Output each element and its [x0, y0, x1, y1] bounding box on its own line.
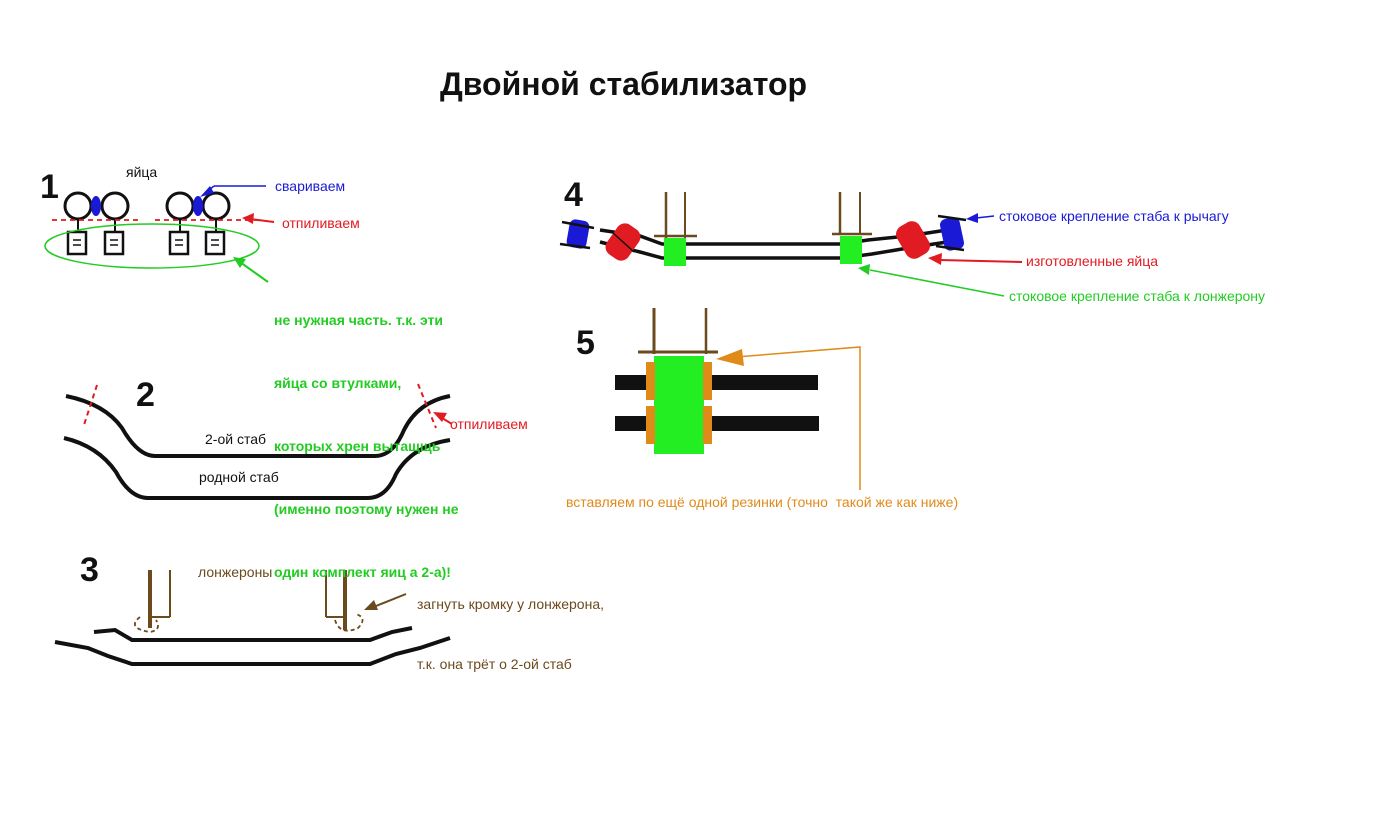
weld-spot-right	[193, 196, 203, 216]
section4-number: 4	[564, 176, 583, 214]
rubber-lower-left	[646, 406, 655, 444]
rubber-label: вставляем по ещё одной резинки (точно та…	[566, 494, 959, 510]
cut-mark-left	[83, 384, 98, 426]
made-egg-right	[896, 221, 930, 259]
spar-left	[133, 570, 171, 633]
arm-mount-label: стоковое крепление стаба к рычагу	[999, 208, 1229, 224]
egg-pair-left	[63, 191, 130, 256]
unneeded-note-line: которых хрен вытащщь	[274, 438, 441, 454]
rubber-upper-left	[646, 362, 655, 400]
edge-note-line: загнуть кромку у лонжерона,	[417, 596, 604, 612]
section1-number: 1	[40, 168, 59, 206]
section2-drawing	[63, 383, 453, 500]
unneeded-part-note: не нужная часть. т.к. эти яйца со втулка…	[274, 268, 459, 604]
cut-arrow-section2	[433, 412, 453, 425]
made-eggs-label: изготовленные яйца	[1026, 253, 1159, 269]
section5-lower-bar	[615, 416, 819, 431]
second-stab-line	[65, 394, 451, 458]
weld-spot-left	[91, 196, 101, 216]
edge-arrow	[364, 593, 407, 610]
unneeded-arrow	[233, 257, 269, 283]
edge-note: загнуть кромку у лонжерона, т.к. она трё…	[417, 554, 604, 694]
cut-label-section1: отпиливаем	[282, 215, 360, 231]
spar-mount-arrow	[858, 264, 1005, 297]
section3-lower-bar	[54, 636, 451, 666]
section4-drawing	[559, 192, 1023, 297]
section2-number: 2	[136, 376, 155, 414]
unneeded-part-ellipse	[44, 223, 260, 269]
spar-mount-left	[664, 238, 686, 266]
spar-mount-label: стоковое крепление стаба к лонжерону	[1009, 288, 1266, 304]
unneeded-note-line: один комплект яиц а 2-а)!	[274, 564, 451, 580]
eggs-label: яйца	[126, 164, 158, 180]
rubber-lower-right	[703, 406, 712, 444]
section5-number: 5	[576, 324, 595, 362]
native-stab-line	[63, 436, 451, 500]
arm-mount-right	[935, 214, 967, 252]
weld-label: свариваем	[275, 178, 346, 194]
unneeded-note-line: (именно поэтому нужен не	[274, 501, 459, 517]
page-title: Двойной стабилизатор	[440, 66, 808, 102]
unneeded-note-line: яйца со втулками,	[274, 375, 402, 391]
edge-note-line: т.к. она трёт о 2-ой стаб	[417, 656, 572, 672]
spars-label: лонжероны	[198, 564, 273, 580]
cut-label-section2: отпиливаем	[450, 416, 528, 432]
section5-mount-block	[654, 356, 704, 454]
spar-right	[325, 570, 364, 632]
rubber-upper-right	[703, 362, 712, 400]
section3-number: 3	[80, 551, 99, 589]
section5-drawing	[615, 308, 861, 490]
section5-upper-bar	[615, 375, 818, 390]
egg-pair-right	[165, 191, 231, 256]
native-stab-label: родной стаб	[199, 469, 279, 485]
made-eggs-arrow	[928, 253, 1023, 265]
section3-drawing	[54, 570, 451, 666]
unneeded-note-line: не нужная часть. т.к. эти	[274, 312, 444, 328]
arm-mount-arrow	[966, 213, 995, 223]
arm-mount-left	[559, 219, 595, 250]
weld-arrow	[200, 185, 266, 197]
cut-mark-right	[417, 383, 437, 429]
section3-upper-bar	[93, 626, 413, 642]
made-egg-left	[605, 223, 641, 261]
second-stab-label: 2-ой стаб	[205, 431, 267, 447]
cut-arrow-section1	[242, 213, 275, 224]
section1-drawing	[44, 185, 275, 283]
spar-mount-right	[840, 236, 862, 264]
rubber-arrow	[716, 346, 861, 490]
